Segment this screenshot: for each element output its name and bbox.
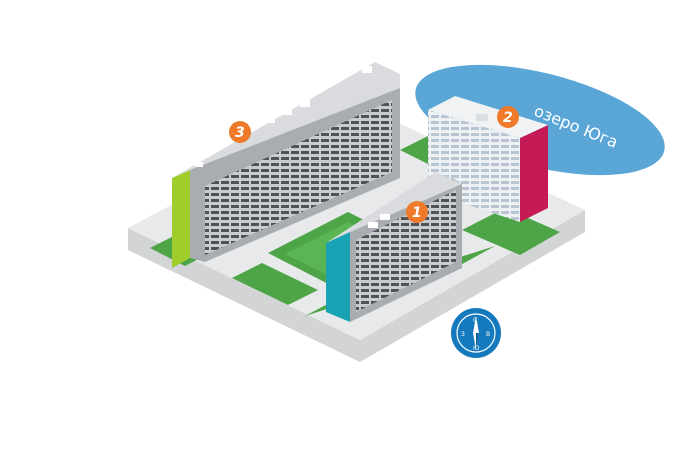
- building-2[interactable]: [428, 96, 548, 222]
- building-2-badge[interactable]: 2: [497, 106, 519, 128]
- compass-icon: С Ю З В: [451, 308, 501, 358]
- building-3[interactable]: [172, 62, 400, 268]
- building-1[interactable]: [326, 172, 462, 322]
- roof-box: [476, 114, 488, 121]
- roof-box: [362, 66, 372, 73]
- lawn-front-left: [232, 263, 318, 305]
- building-3-roof: [172, 62, 400, 178]
- building-2-side: [520, 125, 548, 222]
- ground-shadow: [128, 210, 585, 362]
- compass-east: В: [486, 331, 490, 338]
- building-3-end-wall: [172, 170, 190, 268]
- compass-north: С: [473, 317, 477, 324]
- building-1-windows: [356, 190, 456, 312]
- building-3-number: 3: [235, 125, 245, 141]
- roof-box: [282, 108, 292, 115]
- building-3-windows: [205, 100, 392, 255]
- building-1-number: 1: [412, 205, 422, 221]
- compass-west: З: [461, 331, 465, 338]
- roof-box: [380, 214, 390, 220]
- building-1-end-wall: [326, 232, 350, 322]
- lawn-right: [462, 208, 560, 255]
- roof-box: [368, 222, 378, 228]
- roof-box: [265, 116, 275, 123]
- building-1-badge[interactable]: 1: [406, 201, 428, 223]
- compass-south: Ю: [473, 345, 480, 352]
- building-2-number: 2: [503, 110, 513, 126]
- building-1-roof: [326, 172, 462, 243]
- roof-box: [195, 162, 203, 167]
- roof-box: [300, 100, 310, 107]
- building-3-badge[interactable]: 3: [229, 121, 251, 143]
